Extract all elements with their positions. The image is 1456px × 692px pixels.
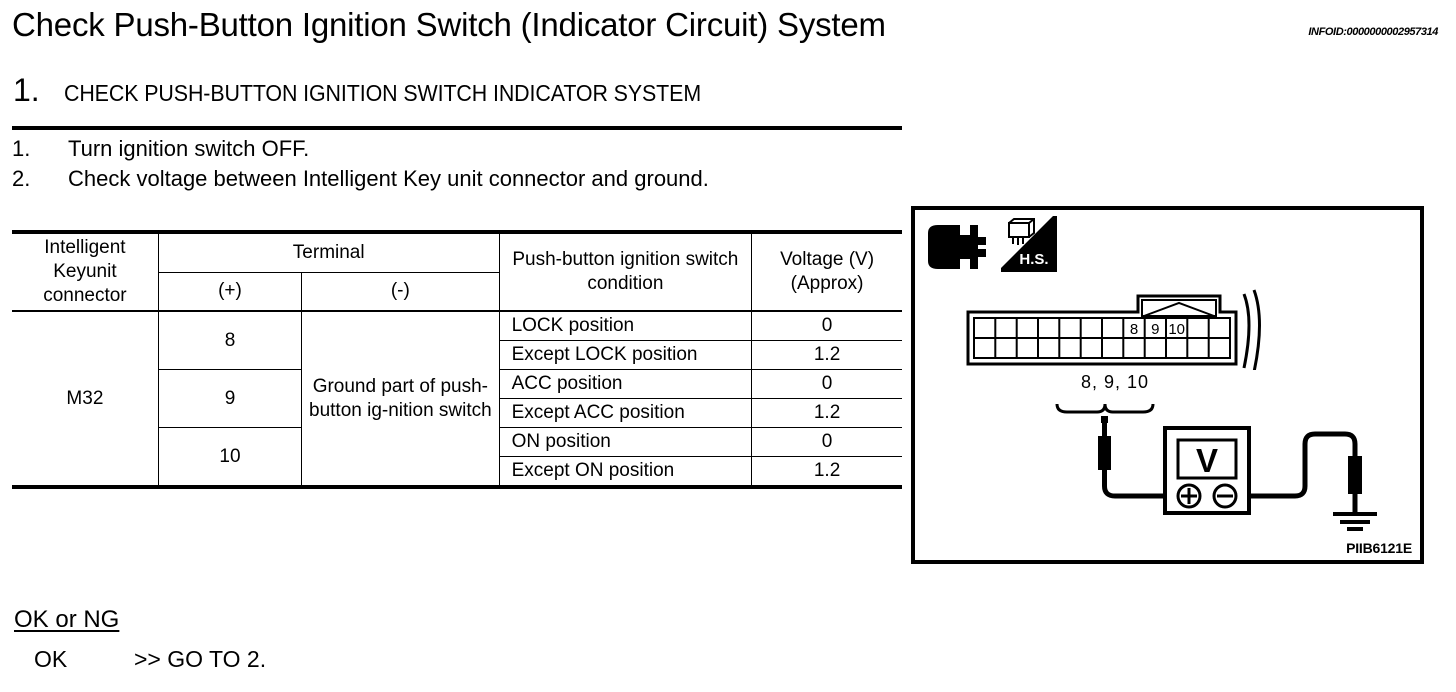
voltmeter-symbol: V — [1196, 442, 1218, 479]
figure-id-label: PIIB6121E — [1346, 540, 1412, 556]
procedure-item: 1. Turn ignition switch OFF. — [12, 134, 912, 164]
cell-terminal-9: 9 — [157, 369, 303, 428]
connector-pin-10: 10 — [1168, 321, 1185, 338]
cell-voltage: 0 — [751, 310, 902, 341]
cell-connector-id: M32 — [12, 310, 159, 489]
result-ok-line: OK >> GO TO 2. — [34, 644, 266, 674]
cell-condition: ACC position — [498, 369, 753, 399]
table-header-row-2: (+) (-) — [12, 271, 902, 312]
header-terminal: Terminal — [157, 229, 500, 273]
procedure-item: 2. Check voltage between Intelligent Key… — [12, 164, 912, 194]
cell-condition: LOCK position — [498, 310, 753, 341]
header-terminal-negative: (-) — [301, 271, 500, 312]
wiring-diagram-figure: H.S. — [911, 206, 1424, 564]
connector-disconnect-icon — [926, 223, 988, 271]
table-row: Except LOCK position 1.2 — [12, 340, 902, 370]
table-row: 9 ACC position 0 — [12, 369, 902, 428]
cell-voltage: 1.2 — [751, 398, 902, 428]
cell-ground-reference: Ground part of push-button ig-nition swi… — [301, 310, 500, 489]
procedure-item-marker: 2. — [12, 166, 31, 191]
connector-pinout: 8 9 10 — [962, 286, 1282, 373]
connector-pin-8: 8 — [1130, 321, 1138, 338]
header-condition: Push-button ignition switch condition — [498, 230, 753, 312]
harness-side-label: H.S. — [1019, 251, 1048, 268]
result-ok-label: OK — [34, 646, 68, 672]
procedure-item-text: Turn ignition switch OFF. — [68, 136, 310, 161]
cell-voltage: 1.2 — [751, 340, 902, 370]
header-connector: Intelligent Keyunit connector — [12, 230, 159, 312]
pin-callout-label: 8, 9, 10 — [1080, 372, 1150, 392]
connector-pin-9: 9 — [1151, 321, 1159, 338]
infoid-label: INFOID:0000000002957314 — [1308, 26, 1438, 38]
voltmeter-circuit: V — [1045, 396, 1395, 536]
voltage-spec-table: Intelligent Keyunit connector Terminal P… — [12, 229, 902, 489]
cell-condition: Except ACC position — [498, 398, 753, 428]
result-ok-action: >> GO TO 2. — [134, 646, 267, 672]
cell-voltage: 0 — [751, 427, 902, 457]
step-heading-text: CHECK PUSH-BUTTON IGNITION SWITCH INDICA… — [63, 80, 701, 106]
header-terminal-positive: (+) — [157, 271, 303, 312]
voltmeter-display — [1176, 438, 1238, 480]
cell-condition: Except ON position — [498, 456, 753, 489]
table-row: M32 8 Ground part of push-button ig-niti… — [12, 310, 902, 489]
table-row: 10 ON position 0 — [12, 427, 902, 489]
procedure-item-text: Check voltage between Intelligent Key un… — [68, 166, 709, 191]
ground-symbol — [1333, 512, 1377, 531]
cell-terminal-10: 10 — [157, 427, 303, 489]
procedure-list: 1. Turn ignition switch OFF. 2. Check vo… — [12, 134, 912, 194]
step-heading: 1. CHECK PUSH-BUTTON IGNITION SWITCH IND… — [13, 74, 725, 106]
cell-voltage: 1.2 — [751, 456, 902, 489]
cell-condition: Except LOCK position — [498, 340, 753, 370]
cell-voltage: 0 — [751, 369, 902, 399]
harness-side-icon: H.S. — [1001, 216, 1057, 272]
table-row: Except ON position 1.2 — [12, 456, 902, 489]
header-voltage: Voltage (V) (Approx) — [751, 230, 902, 312]
page-title: Check Push-Button Ignition Switch (Indic… — [12, 6, 886, 43]
step-heading-number: 1. — [13, 72, 40, 108]
table-row: Except ACC position 1.2 — [12, 398, 902, 428]
procedure-item-marker: 1. — [12, 136, 31, 161]
cell-condition: ON position — [498, 427, 753, 457]
cell-terminal-8: 8 — [157, 310, 303, 370]
probe-tip-negative — [1348, 456, 1362, 494]
divider-above-procedure — [12, 126, 902, 130]
probe-tip-positive — [1098, 436, 1111, 470]
ok-or-ng-heading: OK or NG — [14, 606, 120, 633]
table-header-row-1: Intelligent Keyunit connector Terminal P… — [12, 229, 902, 312]
